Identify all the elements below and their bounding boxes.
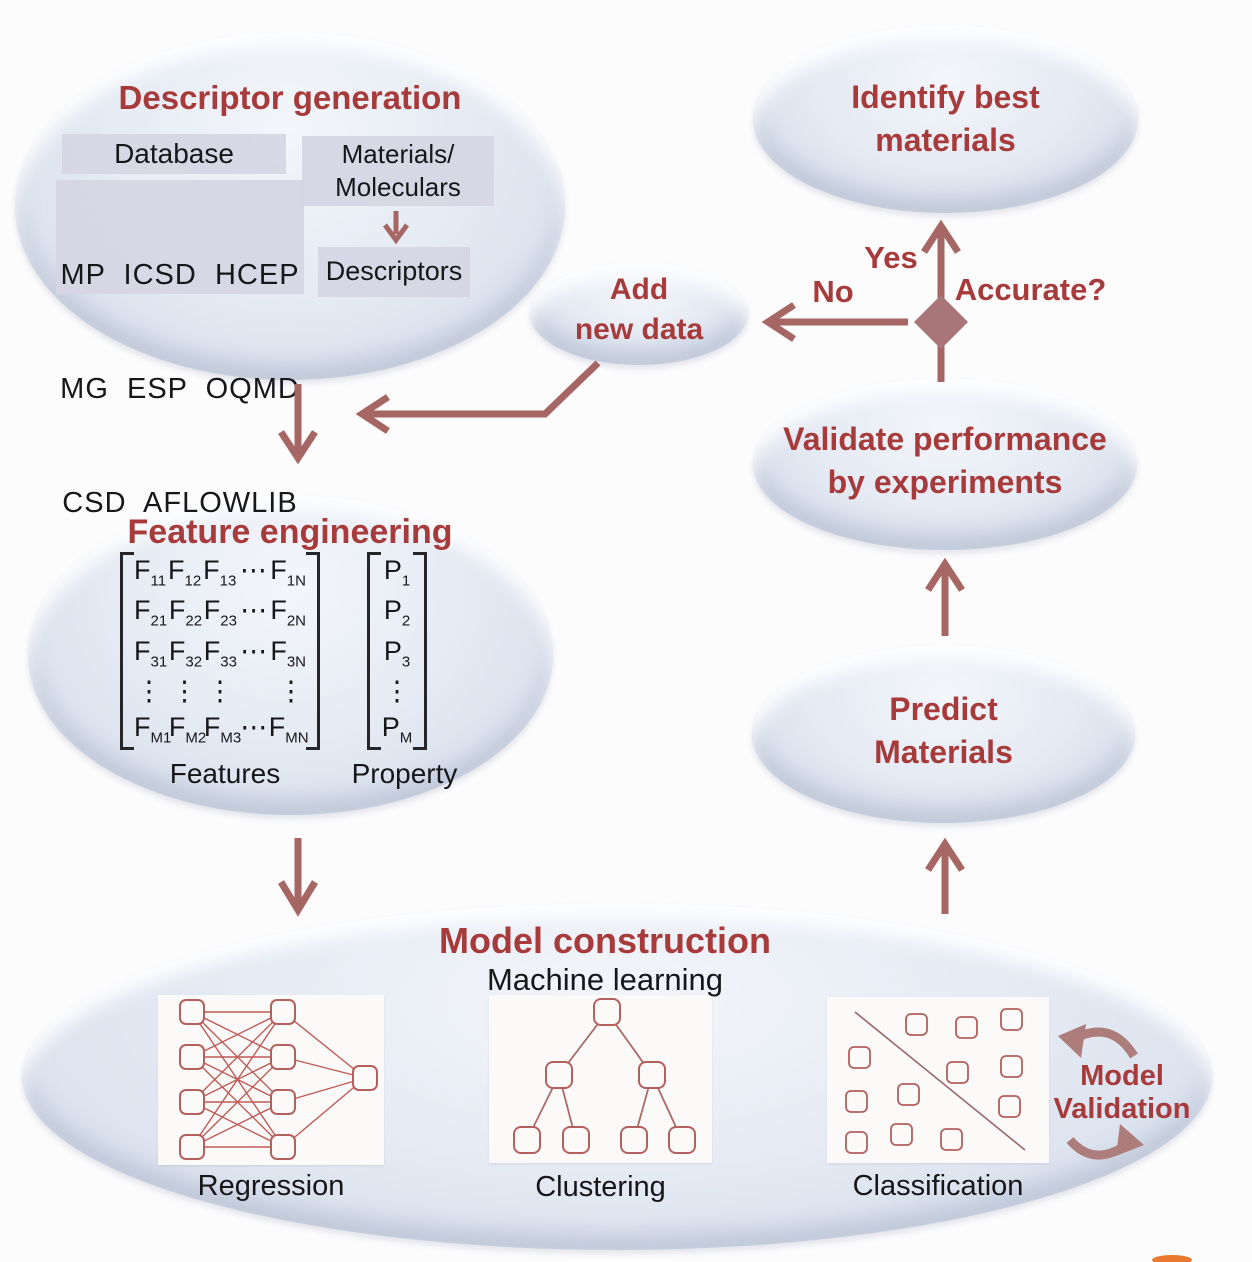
add-new-data-ellipse	[530, 262, 748, 365]
add-new-data-label: Add new data	[530, 270, 748, 350]
database-row: MG ESP OQMD	[60, 373, 300, 405]
database-list-box: MP ICSD HCEP MG ESP OQMD CSD AFLOWLIB	[56, 180, 304, 519]
no-label: No	[812, 274, 854, 309]
materials-moleculars-box: Materials/ Moleculars	[302, 136, 494, 206]
classification-label: Classification	[852, 1170, 1024, 1202]
yes-label: Yes	[864, 240, 918, 275]
regression-panel	[158, 995, 384, 1165]
validate-performance-ellipse	[753, 378, 1137, 550]
descriptors-box: Descriptors	[318, 247, 470, 297]
regression-label: Regression	[197, 1170, 345, 1202]
clustering-panel	[489, 995, 712, 1163]
features-label: Features	[169, 758, 281, 789]
predict-materials-title: Predict Materials	[752, 688, 1135, 774]
model-validation-label: Model Validation	[1038, 1060, 1206, 1126]
identify-line: materials	[875, 122, 1016, 158]
arrow-feature-to-model	[278, 838, 318, 917]
property-label: Property	[351, 758, 458, 789]
materials-line: Materials/	[341, 139, 455, 169]
machine-learning-subtitle: Machine learning	[486, 962, 724, 997]
predict-line: Materials	[874, 734, 1013, 770]
feature-engineering-title: Feature engineering	[127, 513, 453, 551]
accurate-question-label: Accurate?	[954, 272, 1107, 307]
classification-panel	[827, 997, 1049, 1163]
identify-best-materials-ellipse	[753, 25, 1138, 213]
arrow-model-to-predict	[925, 837, 965, 914]
database-row: CSD AFLOWLIB	[62, 487, 298, 519]
validate-performance-title: Validate performance by experiments	[753, 418, 1137, 504]
predict-materials-ellipse	[752, 645, 1135, 823]
database-header-box: Database	[62, 134, 286, 174]
model-validation-line: Validation	[1053, 1093, 1191, 1125]
arrow-addnewdata-to-flow	[355, 360, 601, 434]
descriptor-generation-title: Descriptor generation	[118, 79, 462, 116]
clustering-label: Clustering	[535, 1171, 666, 1203]
predict-line: Predict	[889, 691, 998, 727]
identify-line: Identify best	[851, 79, 1040, 115]
identify-best-materials-title: Identify best materials	[753, 76, 1138, 162]
add-new-data-line: new data	[574, 313, 704, 346]
validate-line: by experiments	[827, 464, 1063, 500]
feature-engineering-ellipse	[28, 495, 553, 815]
model-construction-title: Model construction	[439, 920, 771, 961]
add-new-data-line: Add	[609, 273, 669, 306]
arrow-predict-to-validate	[925, 557, 965, 636]
database-row: MP ICSD HCEP	[60, 259, 300, 291]
model-validation-line: Model	[1080, 1060, 1164, 1092]
watermark-fragment	[1152, 1255, 1192, 1262]
validate-line: Validate performance	[783, 421, 1107, 457]
materials-line: Moleculars	[335, 172, 461, 202]
